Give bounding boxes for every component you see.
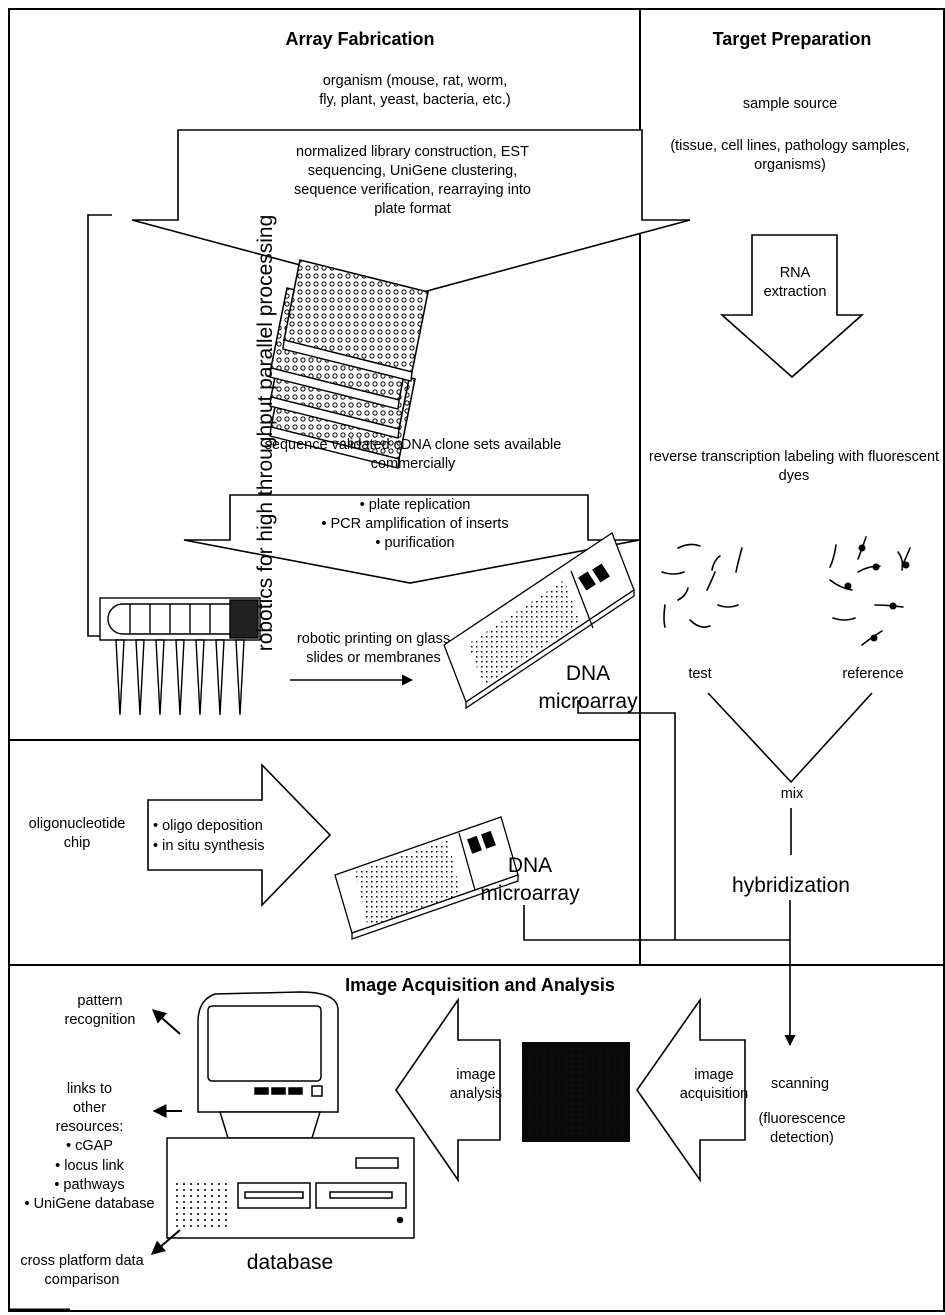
- organism-label: organism (mouse, rat, worm, fly, plant, …: [319, 73, 511, 109]
- printing-head-icon: [99, 597, 261, 716]
- oligo-right-arrow: [147, 763, 332, 907]
- printing-label: robotic printing on glass slides or memb…: [296, 631, 451, 667]
- link-unigene: • UniGene database: [24, 1195, 155, 1212]
- connector-top: [577, 700, 790, 941]
- dna-label-bottom: DNA: [507, 854, 553, 877]
- robotics-bracket: [87, 214, 112, 637]
- link-cgap: • cGAP: [66, 1138, 113, 1155]
- microarray-slide-bottom: [334, 816, 519, 940]
- microarray-slide-top: [443, 532, 635, 710]
- cross-platform-label: cross platform data comparison: [20, 1253, 144, 1289]
- microarray-label-bottom: microarray: [480, 882, 580, 905]
- computer-icon: [166, 991, 415, 1239]
- acquisition-left-arrow: [636, 997, 746, 1183]
- oligo-chip-label: oligonucleotide chip: [28, 816, 126, 852]
- dna-label-top: DNA: [565, 662, 611, 685]
- microarray-label-top: microarray: [538, 690, 638, 713]
- step-purification: • purification: [375, 535, 455, 552]
- mix-v-lines: [707, 692, 873, 784]
- cross-arrow: [150, 1229, 181, 1255]
- fluorescence-label: (fluorescence detection): [758, 1111, 846, 1147]
- test-label: test: [688, 666, 712, 682]
- reverse-transcription-label: reverse transcription labeling with fluo…: [648, 449, 940, 485]
- cdna-reference-strands: [829, 536, 911, 646]
- database-label: database: [246, 1251, 334, 1274]
- link-locus: • locus link: [55, 1157, 124, 1174]
- section-title-image-acquisition: Image Acquisition and Analysis: [345, 975, 615, 995]
- rna-extraction-label: RNA extraction: [763, 265, 827, 301]
- panel-borders: [8, 8, 945, 1312]
- clone-sets-label: sequence validated cDNA clone sets avail…: [264, 437, 562, 473]
- cdna-test-strands: [661, 543, 743, 628]
- step-pcr-amplification: • PCR amplification of inserts: [321, 516, 509, 533]
- reference-label: reference: [842, 666, 904, 682]
- links-title: links to other resources:: [55, 1081, 124, 1136]
- pattern-arrow: [151, 1009, 181, 1035]
- section-title-array-fabrication: Array Fabrication: [285, 29, 435, 49]
- fluorescent-dye-dots: [844, 544, 910, 642]
- rna-down-arrow: [719, 234, 865, 379]
- analysis-left-arrow: [395, 997, 501, 1183]
- hybridization-label: hybridization: [732, 874, 850, 897]
- replication-down-arrow: [183, 494, 641, 584]
- mix-label: mix: [780, 786, 804, 802]
- sample-list-label: (tissue, cell lines, pathology samples, …: [670, 138, 910, 174]
- library-down-arrow: [131, 129, 691, 296]
- library-construction-label: normalized library construction, EST seq…: [294, 144, 531, 218]
- image-acquisition-label: image acquisition: [679, 1067, 749, 1103]
- pattern-recognition-label: pattern recognition: [64, 993, 136, 1029]
- replication-steps: • plate replication • PCR amplification …: [250, 496, 580, 553]
- section-title-target-preparation: Target Preparation: [712, 29, 872, 49]
- robotics-label: robotics for high throughput parallel pr…: [254, 214, 277, 652]
- links-to-resources: links to other resources: • cGAP • locus…: [12, 1080, 167, 1214]
- plate-stack-icon: [269, 259, 429, 469]
- scanned-array-spots: [526, 1046, 626, 1138]
- connector-bottom: [523, 905, 675, 941]
- oligo-synthesis-label: • in situ synthesis: [153, 838, 265, 854]
- oligo-deposition-label: • oligo deposition: [153, 818, 263, 834]
- image-analysis-label: image analysis: [449, 1067, 503, 1103]
- scanning-label: scanning: [770, 1076, 830, 1092]
- step-plate-replication: • plate replication: [359, 497, 471, 513]
- sample-source-label: sample source: [742, 96, 838, 112]
- link-pathways: • pathways: [54, 1176, 125, 1193]
